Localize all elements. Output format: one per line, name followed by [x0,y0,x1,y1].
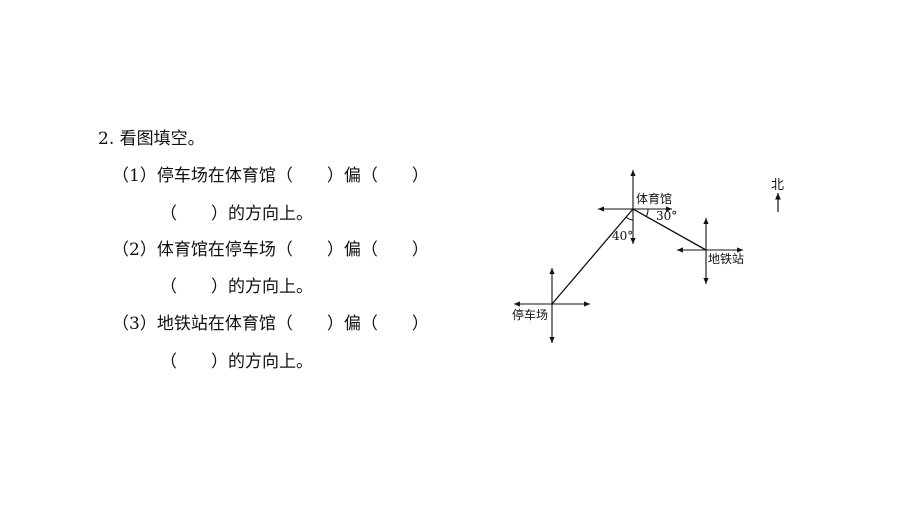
angle-arc-30 [645,208,649,218]
question-item-1-line2: （ ）的方向上。 [160,204,313,224]
question-item-1-line1: （1）停车场在体育馆（ ）偏（ ） [112,166,429,186]
north-arrow: 北 [771,178,784,212]
stadium-to-parking-path [551,208,634,305]
angle-label-40: 40° [612,229,633,243]
subway-axes [677,218,743,284]
question-item-2-line1: （2）体育馆在停车场（ ）偏（ ） [112,240,429,260]
angle-arc-40 [625,216,634,221]
question-item-3-line2: （ ）的方向上。 [160,352,313,372]
question-title: 2. 看图填空。 [98,129,205,149]
question-item-3-line1: （3）地铁站在体育馆（ ）偏（ ） [112,314,429,334]
stadium-label: 体育馆 [636,191,672,206]
subway-label: 地铁站 [708,252,744,266]
north-label: 北 [771,178,784,193]
angle-label-30: 30° [656,209,677,223]
question-item-2-line2: （ ）的方向上。 [160,277,313,297]
parking-label: 停车场 [512,307,548,322]
parking-axes [514,268,590,343]
stadium-axes [598,170,672,244]
stadium-to-subway-path [632,208,707,251]
